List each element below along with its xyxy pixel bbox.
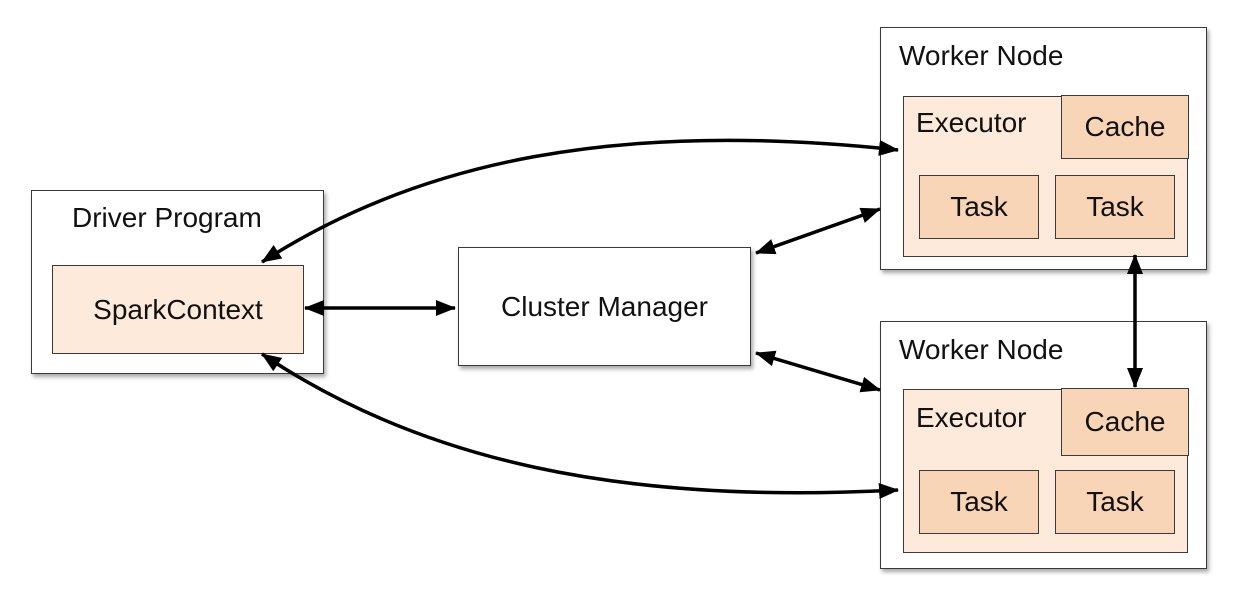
task-2a-label: Task: [950, 486, 1008, 517]
worker-node-2-title: Worker Node: [899, 334, 1064, 365]
arrow-cluster-worker1: [755, 207, 881, 255]
task-1b: Task: [1055, 175, 1175, 239]
driver-program-box: Driver Program SparkContext: [31, 190, 324, 374]
cache-2-label: Cache: [1084, 406, 1166, 438]
task-1a-label: Task: [950, 191, 1008, 222]
spark-context-box: SparkContext: [52, 265, 304, 354]
task-2a: Task: [919, 470, 1039, 534]
arrow-cluster-worker2: [755, 350, 881, 393]
executor-1-label: Executor: [916, 107, 1027, 138]
cache-1: Cache: [1061, 95, 1189, 160]
worker-node-2: Worker Node Executor Cache Task Task: [880, 321, 1207, 569]
executor-2-label: Executor: [916, 402, 1027, 433]
spark-context-label: SparkContext: [93, 293, 263, 325]
task-1a: Task: [919, 175, 1039, 239]
task-1b-label: Task: [1086, 191, 1144, 222]
driver-program-title: Driver Program: [72, 202, 262, 233]
worker-node-1-title: Worker Node: [899, 40, 1064, 71]
cache-2: Cache: [1061, 388, 1189, 457]
executor-2: Executor Cache Task Task: [903, 388, 1189, 553]
cache-1-label: Cache: [1084, 111, 1166, 143]
arrow-spark-executor2: [261, 352, 899, 500]
arrow-spark-executor1: [261, 138, 899, 264]
task-2b-label: Task: [1086, 486, 1144, 517]
cluster-manager-box: Cluster Manager: [458, 247, 751, 366]
worker-node-1: Worker Node Executor Cache Task Task: [880, 27, 1207, 270]
task-2b: Task: [1055, 470, 1175, 534]
executor-1: Executor Cache Task Task: [903, 95, 1189, 257]
cluster-manager-label: Cluster Manager: [501, 290, 708, 322]
